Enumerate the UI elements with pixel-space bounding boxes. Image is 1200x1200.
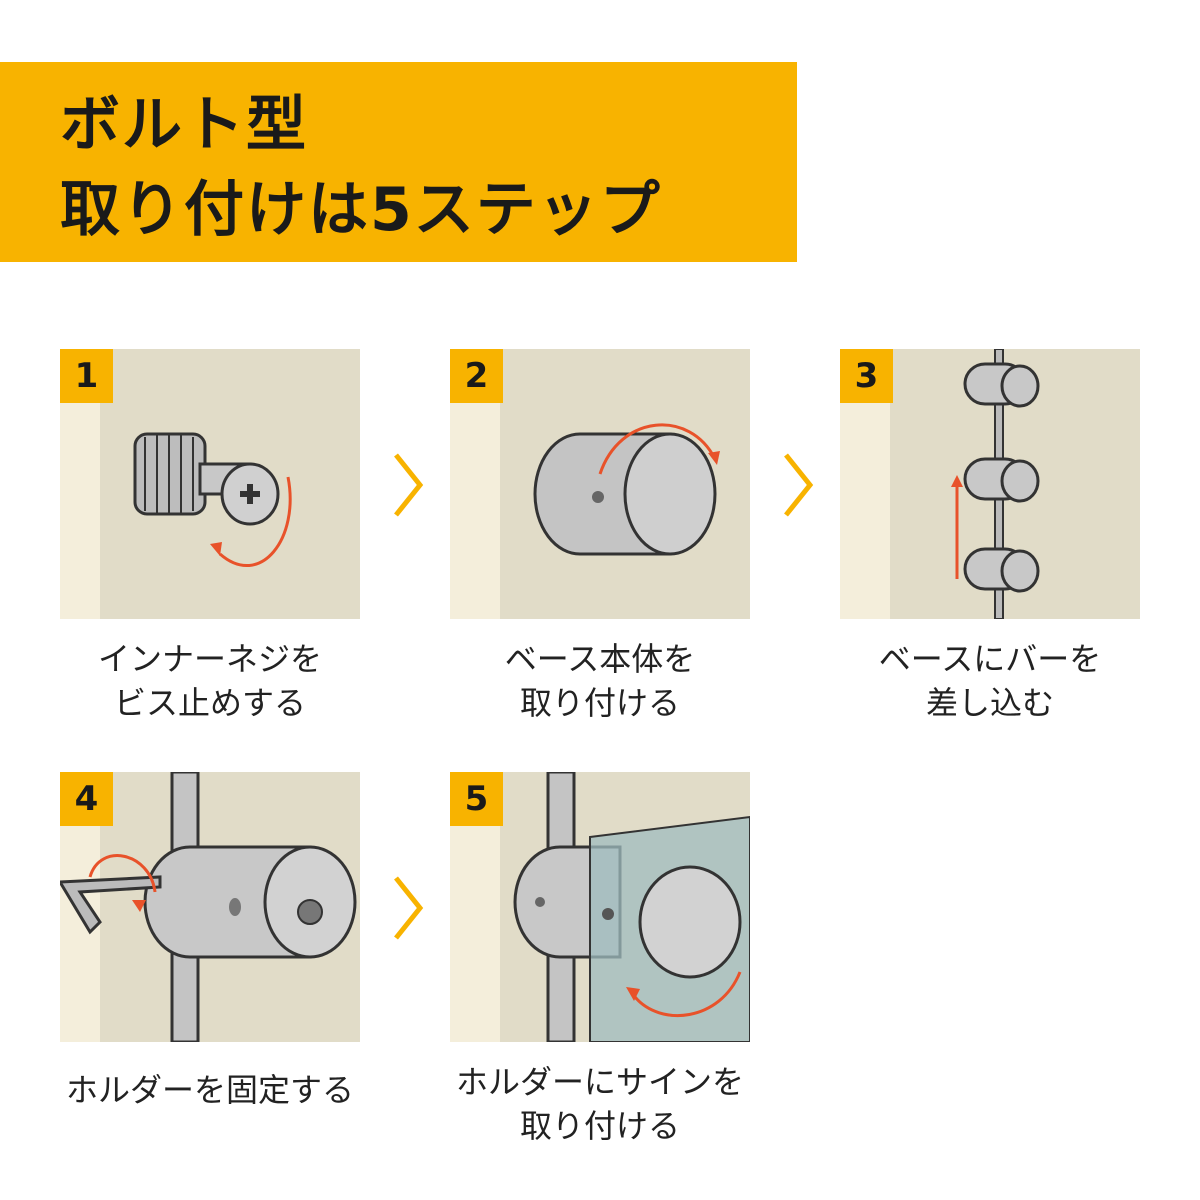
base-body-illustration <box>533 423 720 556</box>
step-number-badge: 2 <box>450 349 503 403</box>
caption-line: ビス止めする <box>113 684 306 722</box>
step-number-badge: 3 <box>840 349 893 403</box>
caption-line: ホルダーを固定する <box>65 1071 354 1109</box>
chevron-right-icon <box>784 453 814 517</box>
step-3-caption: ベースにバーを差し込む <box>800 637 1180 725</box>
step-1-caption: インナーネジをビス止めする <box>20 637 400 725</box>
caption-line: 取り付ける <box>519 1107 680 1145</box>
sign-attach-illustration <box>513 772 750 1042</box>
holder-fix-illustration <box>60 772 357 1042</box>
title-line-1: ボルト型 <box>60 90 308 160</box>
step-3-panel: 3 <box>840 349 1140 619</box>
chevron-right-icon <box>394 876 424 940</box>
title-banner <box>0 62 797 262</box>
chevron-right-icon <box>394 453 424 517</box>
step-4-caption: ホルダーを固定する <box>20 1068 400 1112</box>
caption-line: ホルダーにサインを <box>455 1063 744 1101</box>
step-number-badge: 4 <box>60 772 113 826</box>
step-5-panel: 5 <box>450 772 750 1042</box>
title-line-2: 取り付けは5ステップ <box>60 175 662 245</box>
step-5-caption: ホルダーにサインを取り付ける <box>410 1060 790 1148</box>
caption-line: 差し込む <box>925 684 1054 722</box>
caption-line: インナーネジを <box>97 640 322 678</box>
caption-line: ベース本体を <box>504 640 696 678</box>
step-2-caption: ベース本体を取り付ける <box>410 637 790 725</box>
bar-insert-illustration <box>951 349 1040 619</box>
step-1-panel: 1 <box>60 349 360 619</box>
inner-screw-illustration <box>133 432 292 568</box>
step-2-panel: 2 <box>450 349 750 619</box>
step-4-panel: 4 <box>60 772 360 1042</box>
step-number-badge: 1 <box>60 349 113 403</box>
caption-line: 取り付ける <box>519 684 680 722</box>
step-number-badge: 5 <box>450 772 503 826</box>
caption-line: ベースにバーを <box>878 640 1102 678</box>
